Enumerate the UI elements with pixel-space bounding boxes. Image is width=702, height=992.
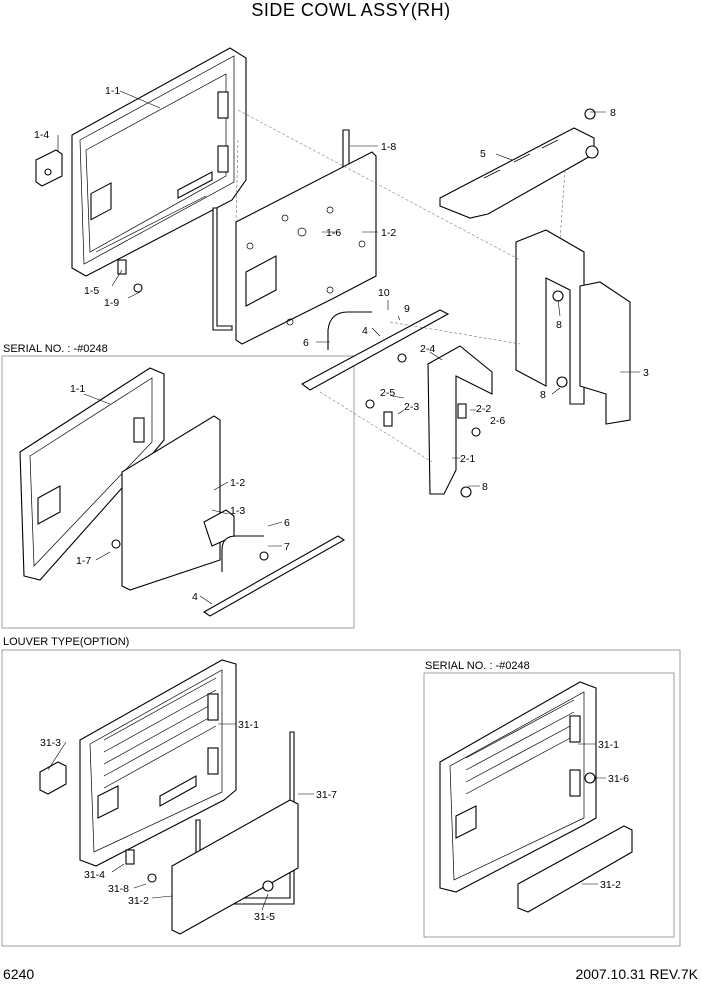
mounting-bar-part bbox=[300, 309, 450, 391]
louver-frame bbox=[39, 659, 299, 935]
callout-1-8: 1-8 bbox=[381, 141, 396, 153]
callout-6-main: 6 bbox=[303, 337, 309, 349]
callout-4-main: 4 bbox=[362, 325, 368, 337]
callout-2-6: 2-6 bbox=[490, 415, 505, 427]
cover-panel-part bbox=[235, 151, 377, 345]
bolt-icons bbox=[117, 108, 596, 498]
callout-lower-31-1: 31-1 bbox=[598, 739, 619, 751]
bracket-part bbox=[439, 127, 595, 219]
callout-31-1: 31-1 bbox=[238, 719, 259, 731]
callout-31-3: 31-3 bbox=[40, 737, 61, 749]
callout-2-1: 2-1 bbox=[460, 453, 475, 465]
callout-1-9: 1-9 bbox=[104, 297, 119, 309]
callout-1-5: 1-5 bbox=[84, 285, 99, 297]
louver-type-label: LOUVER TYPE(OPTION) bbox=[3, 636, 130, 648]
callout-upper-1-7: 1-7 bbox=[76, 555, 91, 567]
callout-31-2: 31-2 bbox=[128, 895, 149, 907]
callout-3: 3 bbox=[643, 367, 649, 379]
callout-9: 9 bbox=[404, 303, 410, 315]
page-code: 6240 bbox=[3, 966, 35, 982]
callout-lower-31-2: 31-2 bbox=[600, 879, 621, 891]
serial-lower-frame bbox=[439, 681, 633, 913]
callout-1-2: 1-2 bbox=[381, 227, 396, 239]
page-title: SIDE COWL ASSY(RH) bbox=[251, 0, 451, 20]
callout-1-1: 1-1 bbox=[105, 85, 120, 97]
serial-lower-label: SERIAL NO. : -#0248 bbox=[425, 660, 530, 672]
seal-strip-part bbox=[212, 207, 233, 331]
serial-upper-frame bbox=[19, 367, 346, 617]
callout-lower-31-6: 31-6 bbox=[608, 773, 629, 785]
callout-31-8: 31-8 bbox=[108, 883, 129, 895]
callout-8-bottom: 8 bbox=[482, 481, 488, 493]
callout-upper-7: 7 bbox=[284, 541, 290, 553]
callout-2-3: 2-3 bbox=[404, 401, 419, 413]
serial-lower-box bbox=[423, 672, 675, 938]
callout-upper-6: 6 bbox=[284, 517, 290, 529]
callout-5: 5 bbox=[480, 148, 486, 160]
callout-10: 10 bbox=[378, 287, 390, 299]
callout-8-mid: 8 bbox=[556, 319, 562, 331]
callout-8-top: 8 bbox=[610, 107, 616, 119]
callout-2-5: 2-5 bbox=[380, 387, 395, 399]
callout-2-2: 2-2 bbox=[476, 403, 491, 415]
serial-upper-box bbox=[1, 355, 355, 629]
callout-upper-1-1: 1-1 bbox=[70, 383, 85, 395]
callout-upper-1-3: 1-3 bbox=[230, 505, 245, 517]
handle-part bbox=[327, 311, 372, 350]
louver-box bbox=[1, 649, 681, 947]
cowl-frame-part bbox=[71, 47, 247, 277]
support-part bbox=[515, 229, 631, 425]
callout-upper-1-2: 1-2 bbox=[230, 477, 245, 489]
callout-8-lower: 8 bbox=[540, 389, 546, 401]
callout-upper-4: 4 bbox=[192, 591, 198, 603]
latch-part bbox=[35, 149, 63, 187]
callout-31-4: 31-4 bbox=[84, 869, 105, 881]
side-bracket-part bbox=[427, 345, 493, 495]
date-revision: 2007.10.31 REV.7K bbox=[575, 966, 698, 982]
callout-1-6: 1-6 bbox=[326, 227, 341, 239]
callout-31-7: 31-7 bbox=[316, 789, 337, 801]
callout-1-4: 1-4 bbox=[34, 129, 49, 141]
serial-upper-label: SERIAL NO. : -#0248 bbox=[3, 343, 108, 355]
callout-2-4: 2-4 bbox=[420, 343, 435, 355]
callout-31-5: 31-5 bbox=[254, 911, 275, 923]
